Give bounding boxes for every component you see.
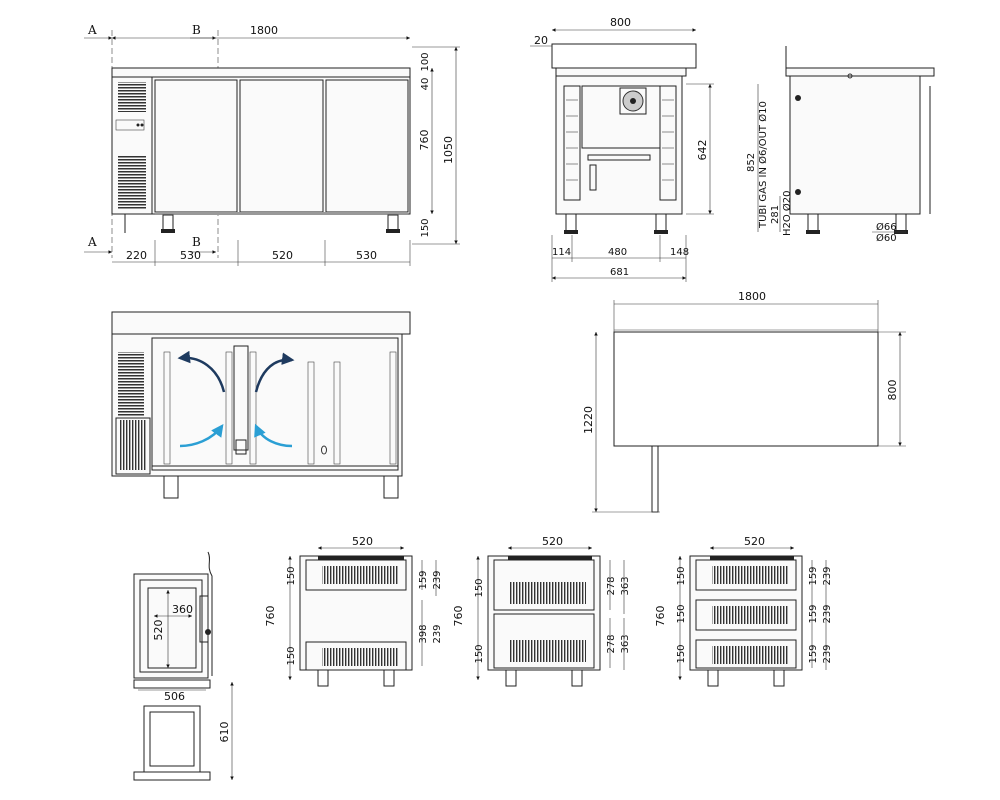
dim-852: 852	[746, 153, 757, 172]
drawer-config-3: 520 760 150 150 150 159 239 159 239 159 …	[654, 535, 833, 687]
side-view: TUBI GAS IN Ø6/OUT Ø10 H2O Ø20 852 281 Ø…	[746, 46, 935, 244]
dim-top-40: 40	[420, 78, 431, 91]
dim-drawer-360: 360	[172, 603, 193, 616]
dim-seg-520: 520	[272, 249, 293, 262]
config3-l150c: 150	[676, 644, 687, 663]
dim-stand-506: 506	[164, 690, 185, 703]
section-b-top-label: B	[192, 23, 201, 37]
config2-d363b: 363	[620, 634, 631, 653]
section-b-bottom-label: B	[192, 235, 201, 249]
drawer-detail-view: 360 520 506 610	[133, 551, 234, 781]
dim-plan-1800: 1800	[738, 290, 766, 303]
dim-281: 281	[770, 205, 781, 224]
section-a-bottom-label: A	[87, 235, 97, 249]
dim-leg-150: 150	[420, 218, 431, 237]
config3-d159a: 159	[808, 566, 819, 585]
config3-width-520: 520	[744, 535, 765, 548]
front-view: A B A B 1800	[84, 23, 460, 266]
airflow-dark-arrow-right	[254, 352, 295, 393]
drawer-config-1: 520 760 150 150 159 239 398 239	[264, 535, 443, 687]
dim-overall-width: 1800	[250, 24, 278, 37]
config1-d239b: 239	[432, 624, 443, 643]
dim-drawer-520: 520	[152, 620, 165, 641]
dim-height-760: 760	[418, 130, 431, 151]
dim-seg-220: 220	[126, 249, 147, 262]
plan-view: 1800 800 1220	[582, 290, 906, 513]
airflow-light-arrow-left	[179, 423, 224, 448]
pipe-diameter-66: Ø66	[876, 221, 897, 233]
config2-d363a: 363	[620, 576, 631, 595]
config1-left-top-150: 150	[286, 566, 297, 585]
config1-d159: 159	[418, 570, 429, 589]
config2-d278b: 278	[606, 634, 617, 653]
dim-bottom-480: 480	[608, 247, 627, 258]
dim-stand-610: 610	[218, 722, 231, 743]
config1-height-760: 760	[264, 606, 277, 627]
section-a-top-label: A	[87, 23, 97, 37]
config3-l150b: 150	[676, 604, 687, 623]
dim-bottom-114: 114	[552, 247, 571, 258]
config3-d239a: 239	[822, 566, 833, 585]
config3-d159b: 159	[808, 604, 819, 623]
dim-top-100: 100	[420, 52, 431, 71]
pipe-diameter-60: Ø60	[876, 232, 897, 244]
config1-width-520: 520	[352, 535, 373, 548]
dim-height-642: 642	[696, 140, 709, 161]
dim-plan-800: 800	[886, 380, 899, 401]
dim-offset-20: 20	[534, 34, 548, 47]
config3-height-760: 760	[654, 606, 667, 627]
dim-bottom-681: 681	[610, 267, 629, 278]
config2-d278a: 278	[606, 576, 617, 595]
dim-width-800: 800	[610, 16, 631, 29]
config3-l150a: 150	[676, 566, 687, 585]
dim-plan-1220: 1220	[582, 406, 595, 434]
config2-height-760: 760	[452, 606, 465, 627]
drawer-config-2: 520 760 150 150 278 363 278 363	[452, 535, 631, 687]
side-gas-pipes-label: TUBI GAS IN Ø6/OUT Ø10	[757, 101, 769, 229]
dim-seg-530-left: 530	[180, 249, 201, 262]
side-h2o-label: H2O Ø20	[781, 190, 793, 236]
config1-left-bottom-150: 150	[286, 646, 297, 665]
dim-seg-530-right: 530	[356, 249, 377, 262]
config1-d398: 398	[418, 624, 429, 643]
config1-d239: 239	[432, 570, 443, 589]
dim-height-1050: 1050	[442, 136, 455, 164]
config3-d239c: 239	[822, 644, 833, 663]
config2-left-top-150: 150	[474, 578, 485, 597]
airflow-light-arrow-right	[254, 423, 293, 448]
config2-left-bottom-150: 150	[474, 644, 485, 663]
airflow-section-view	[111, 311, 411, 499]
config3-d239b: 239	[822, 604, 833, 623]
config3-d159c: 159	[808, 644, 819, 663]
dim-bottom-148: 148	[670, 247, 689, 258]
side-section-view: 800 20 642	[530, 16, 714, 282]
airflow-dark-arrow-left	[177, 350, 226, 393]
config2-width-520: 520	[542, 535, 563, 548]
